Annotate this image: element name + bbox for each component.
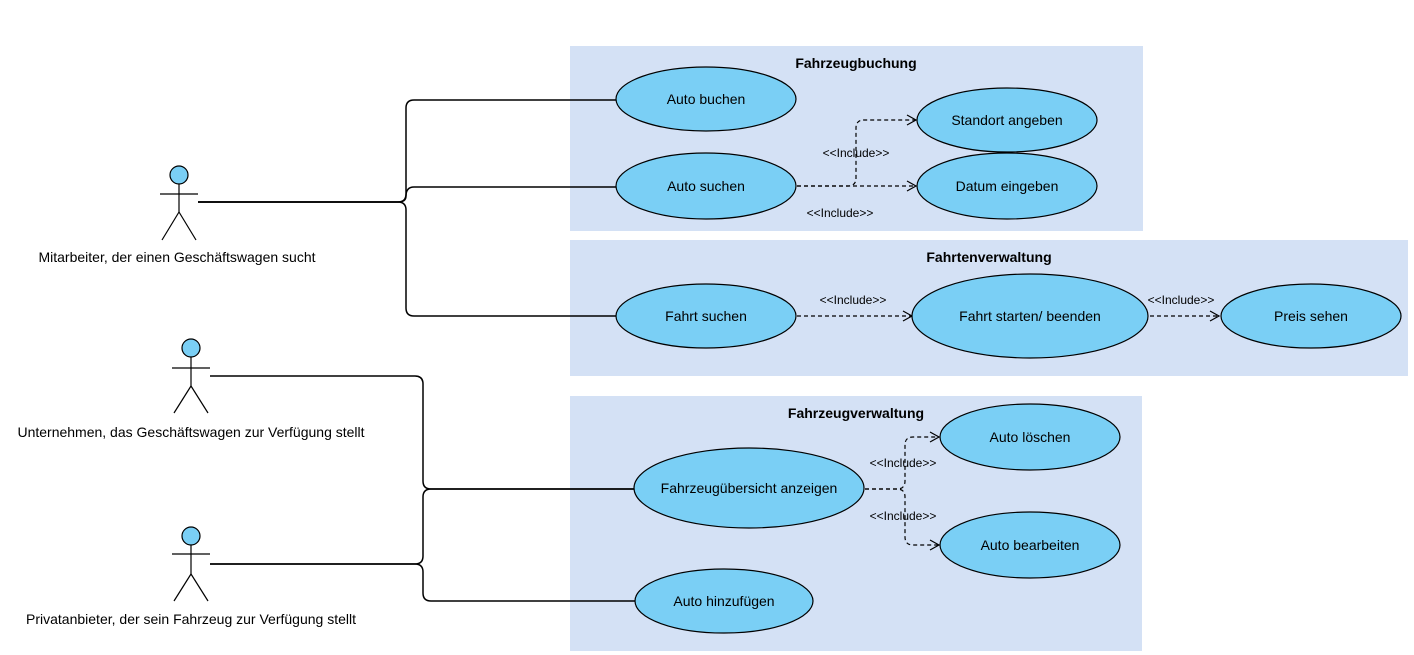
association-line xyxy=(198,201,616,317)
association-line xyxy=(210,563,636,602)
actor-icon xyxy=(172,526,210,602)
use-case-label: Datum eingeben xyxy=(956,178,1059,194)
use-case-label: Preis sehen xyxy=(1274,308,1348,324)
use-case-standort-angeben[interactable]: Standort angeben xyxy=(916,87,1098,153)
use-case-auto-hinzufuegen[interactable]: Auto hinzufügen xyxy=(634,568,814,634)
include-label: <<Include>> xyxy=(870,456,937,470)
actor-icon xyxy=(160,165,198,241)
association-line xyxy=(210,488,634,565)
actor-mitarbeiter[interactable]: Mitarbeiter, der einen Geschäftswagen su… xyxy=(38,165,316,265)
use-case-label: Auto buchen xyxy=(667,91,746,107)
use-case-label: Fahrt suchen xyxy=(665,308,747,324)
association-line xyxy=(210,375,634,490)
use-case-auto-suchen[interactable]: Auto suchen xyxy=(615,152,797,220)
include-label: <<Include>> xyxy=(820,293,887,307)
use-case-label: Auto bearbeiten xyxy=(981,537,1080,553)
system-title: Fahrzeugverwaltung xyxy=(788,405,924,421)
include-label: <<Include>> xyxy=(823,146,890,160)
use-case-label: Fahrzeugübersicht anzeigen xyxy=(661,480,838,496)
include-label: <<Include>> xyxy=(870,509,937,523)
use-case-label: Auto suchen xyxy=(667,178,745,194)
actor-privatanbieter[interactable]: Privatanbieter, der sein Fahrzeug zur Ve… xyxy=(26,526,356,627)
actor-label: Privatanbieter, der sein Fahrzeug zur Ve… xyxy=(26,611,356,627)
use-case-fahrzeuguebersicht-anzeigen[interactable]: Fahrzeugübersicht anzeigen xyxy=(633,447,865,529)
use-case-label: Auto löschen xyxy=(990,429,1071,445)
use-case-fahrt-starten-beenden[interactable]: Fahrt starten/ beenden xyxy=(911,273,1149,359)
include-arrow xyxy=(865,488,941,551)
use-case-auto-loeschen[interactable]: Auto löschen xyxy=(939,403,1121,471)
use-case-preis-sehen[interactable]: Preis sehen xyxy=(1220,283,1402,349)
actor-label: Mitarbeiter, der einen Geschäftswagen su… xyxy=(38,249,315,265)
use-case-auto-buchen[interactable]: Auto buchen xyxy=(615,66,797,132)
use-case-datum-eingeben[interactable]: Datum eingeben xyxy=(916,152,1098,220)
actor-unternehmen[interactable]: Unternehmen, das Geschäftswagen zur Verf… xyxy=(17,338,365,440)
system-title: Fahrtenverwaltung xyxy=(926,249,1051,265)
actor-label: Unternehmen, das Geschäftswagen zur Verf… xyxy=(17,424,364,440)
include-label: <<Include>> xyxy=(1148,293,1215,307)
use-case-fahrt-suchen[interactable]: Fahrt suchen xyxy=(615,283,797,349)
actor-icon xyxy=(172,338,210,414)
use-case-auto-bearbeiten[interactable]: Auto bearbeiten xyxy=(939,511,1121,579)
association-line xyxy=(198,186,616,203)
use-case-label: Fahrt starten/ beenden xyxy=(959,308,1101,324)
use-case-label: Auto hinzufügen xyxy=(673,593,774,609)
include-label: <<Include>> xyxy=(807,206,874,220)
system-title: Fahrzeugbuchung xyxy=(795,55,916,71)
use-case-label: Standort angeben xyxy=(951,112,1062,128)
